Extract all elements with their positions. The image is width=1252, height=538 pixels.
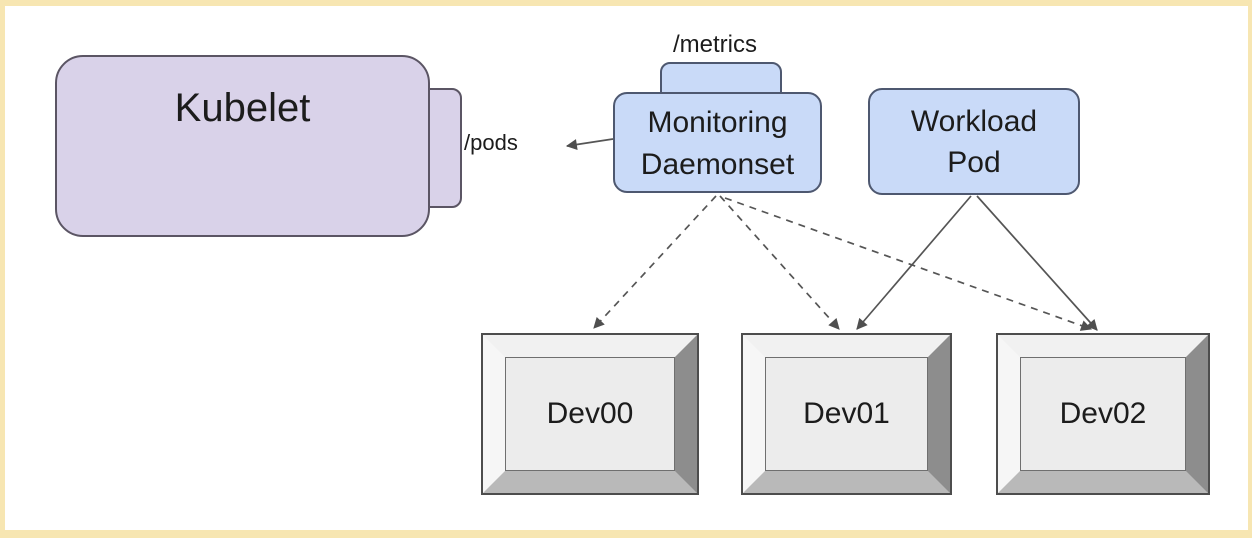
workload-label-line2: Pod [947,146,1001,179]
dev01-label: Dev01 [803,397,890,430]
device-dev00-face: Dev00 [505,357,675,471]
device-dev01-face: Dev01 [765,357,928,471]
monitoring-label-line2: Daemonset [640,148,795,181]
workload-label-line1: Workload [910,105,1038,138]
workload-pod-node: Workload Pod [868,88,1080,195]
kubelet-label: Kubelet [174,86,311,130]
monitoring-label-line1: Monitoring [647,106,788,139]
dev02-label: Dev02 [1059,397,1147,430]
device-dev02-face: Dev02 [1020,357,1186,471]
metrics-endpoint-label: /metrics [673,31,757,58]
monitoring-daemonset-node: Monitoring Daemonset [613,92,822,193]
device-dev00: Dev00 [481,333,699,495]
kubelet-node: Kubelet [55,55,430,237]
dev00-label: Dev00 [546,397,634,430]
device-dev01: Dev01 [741,333,952,495]
pods-endpoint-label: /pods [464,130,518,155]
device-dev02: Dev02 [996,333,1210,495]
